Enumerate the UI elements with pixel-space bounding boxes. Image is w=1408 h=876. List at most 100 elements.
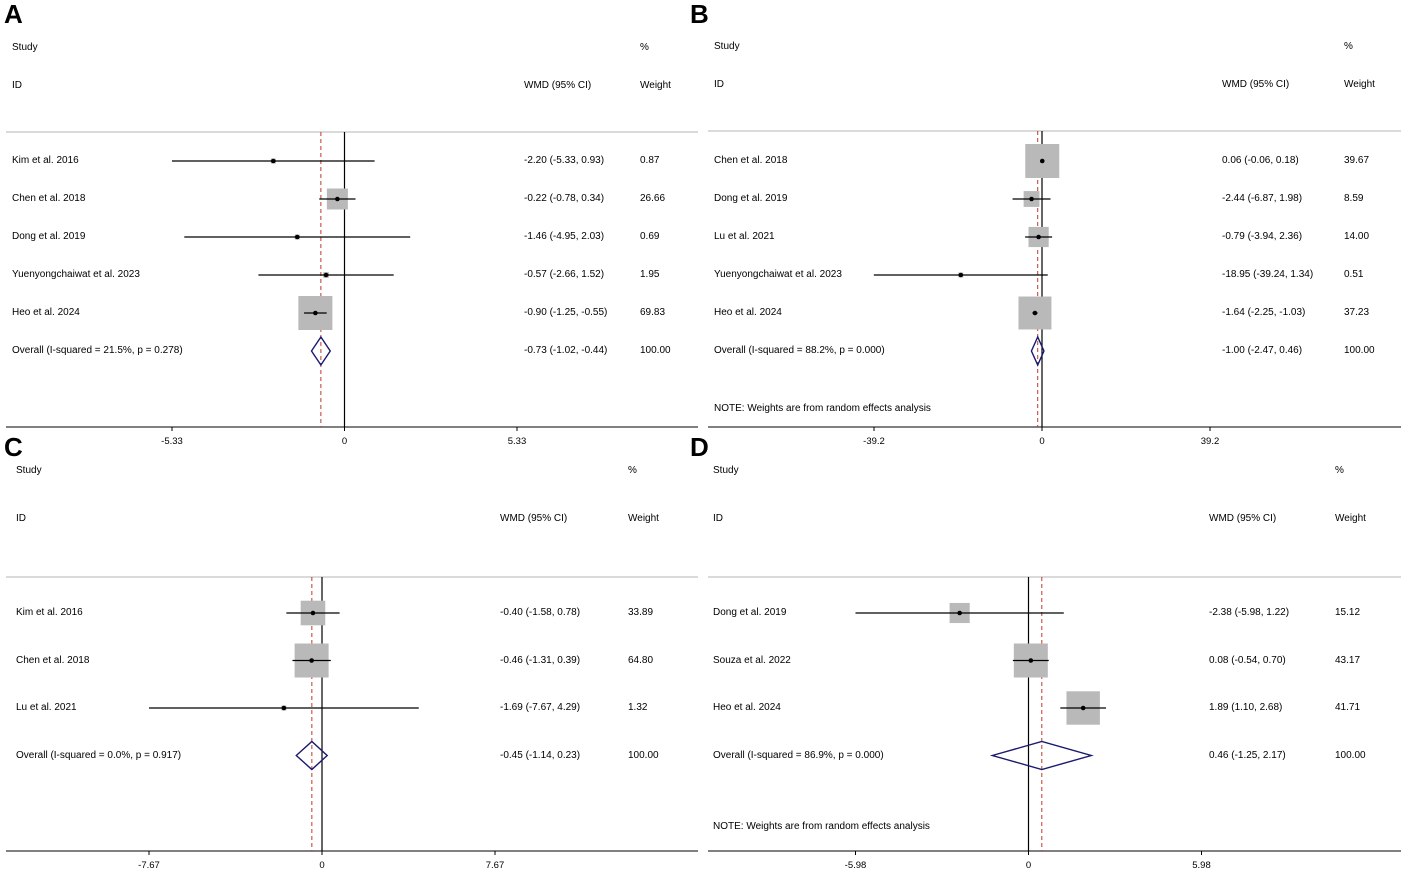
study-ci: -2.20 (-5.33, 0.93) <box>524 155 605 166</box>
point-estimate <box>270 158 276 164</box>
header-effect: WMD (95% CI) <box>500 513 568 524</box>
overall-ci: -0.45 (-1.14, 0.23) <box>500 749 581 761</box>
header-weight: Weight <box>1344 79 1375 90</box>
study-ci: -0.40 (-1.58, 0.78) <box>500 607 581 618</box>
header-id: ID <box>713 513 723 524</box>
x-tick-label: 0 <box>1025 860 1032 871</box>
point-estimate <box>1039 158 1045 164</box>
panel-letter: C <box>4 432 23 462</box>
study-weight: 0.51 <box>1344 269 1364 280</box>
overall-diamond <box>295 740 329 771</box>
header-percent: % <box>1335 465 1344 476</box>
header-id: ID <box>16 513 26 524</box>
point-estimate <box>313 310 318 316</box>
study-weight: 26.66 <box>640 193 666 204</box>
overall-weight: 100.00 <box>640 345 671 356</box>
overall-ci: 0.46 (-1.25, 2.17) <box>1209 749 1286 761</box>
study-weight: 43.17 <box>1335 654 1361 666</box>
x-tick-label: -7.67 <box>138 860 160 871</box>
study-ci: -0.22 (-0.78, 0.34) <box>524 193 605 204</box>
study-weight: 0.87 <box>640 155 660 166</box>
study-weight: 41.71 <box>1335 702 1361 713</box>
x-tick-label: -5.98 <box>844 860 867 871</box>
x-tick-label: 5.98 <box>1192 860 1211 871</box>
study-name: Chen et al. 2018 <box>12 193 86 204</box>
panel-letter: B <box>690 0 709 29</box>
x-tick-label: 7.67 <box>485 860 505 871</box>
x-tick-label: 0 <box>319 860 325 871</box>
x-tick-label: 39.2 <box>1200 436 1220 447</box>
study-name: Souza et al. 2022 <box>713 654 791 666</box>
overall-ci: -1.00 (-2.47, 0.46) <box>1222 345 1303 356</box>
header-study: Study <box>714 41 740 52</box>
x-tick-label: 0 <box>1039 436 1045 447</box>
study-weight: 1.95 <box>640 269 660 280</box>
study-name: Dong et al. 2019 <box>12 231 86 242</box>
header-percent: % <box>1344 41 1353 52</box>
study-weight: 37.23 <box>1344 307 1370 318</box>
study-name: Heo et al. 2024 <box>12 307 80 318</box>
study-ci: -1.64 (-2.25, -1.03) <box>1222 307 1306 318</box>
study-name: Dong et al. 2019 <box>713 607 787 618</box>
header-effect: WMD (95% CI) <box>1209 513 1277 524</box>
point-estimate <box>294 234 300 240</box>
point-estimate <box>1036 234 1041 240</box>
overall-weight: 100.00 <box>1335 749 1366 761</box>
study-name: Heo et al. 2024 <box>714 307 782 318</box>
study-ci: -1.69 (-7.67, 4.29) <box>500 702 581 713</box>
panel-letter: A <box>4 0 23 29</box>
overall-label: Overall (I-squared = 86.9%, p = 0.000) <box>713 749 884 761</box>
study-name: Yuenyongchaiwat et al. 2023 <box>714 269 842 280</box>
overall-diamond <box>1030 335 1045 367</box>
study-name: Yuenyongchaiwat et al. 2023 <box>12 269 140 280</box>
point-estimate <box>957 610 962 616</box>
study-weight: 64.80 <box>628 654 654 666</box>
point-estimate <box>309 658 314 663</box>
study-weight: 8.59 <box>1344 193 1364 204</box>
study-name: Dong et al. 2019 <box>714 193 788 204</box>
study-ci: -0.90 (-1.25, -0.55) <box>524 307 608 318</box>
header-study: Study <box>12 42 38 53</box>
overall-label: Overall (I-squared = 0.0%, p = 0.917) <box>16 749 182 761</box>
point-estimate <box>323 272 329 278</box>
study-weight: 0.69 <box>640 231 660 242</box>
panel-letter: D <box>690 432 709 462</box>
header-effect: WMD (95% CI) <box>1222 79 1290 90</box>
header-weight: Weight <box>628 513 659 524</box>
point-estimate <box>1080 705 1086 711</box>
study-weight: 69.83 <box>640 307 666 318</box>
study-ci: -2.44 (-6.87, 1.98) <box>1222 193 1303 204</box>
x-tick-label: 0 <box>341 436 348 447</box>
study-ci: 0.08 (-0.54, 0.70) <box>1209 654 1286 666</box>
study-ci: -18.95 (-39.24, 1.34) <box>1222 269 1314 280</box>
study-name: Kim et al. 2016 <box>12 155 79 166</box>
study-ci: 0.06 (-0.06, 0.18) <box>1222 155 1299 166</box>
forest-plot-svg <box>6 131 698 431</box>
header-percent: % <box>640 42 649 53</box>
point-estimate <box>1029 196 1034 202</box>
point-estimate <box>310 610 316 616</box>
overall-weight: 100.00 <box>628 749 659 761</box>
weights-note: NOTE: Weights are from random effects an… <box>713 821 930 832</box>
overall-weight: 100.00 <box>1344 345 1375 356</box>
study-ci: -2.38 (-5.98, 1.22) <box>1209 607 1290 618</box>
study-name: Chen et al. 2018 <box>714 155 788 166</box>
overall-diamond <box>989 740 1094 771</box>
header-effect: WMD (95% CI) <box>524 80 592 91</box>
study-name: Lu et al. 2021 <box>16 702 77 713</box>
study-weight: 14.00 <box>1344 231 1370 242</box>
forest-plot-svg <box>708 130 1401 431</box>
header-weight: Weight <box>640 80 671 91</box>
study-name: Kim et al. 2016 <box>16 607 83 618</box>
forest-plot-svg <box>6 576 698 855</box>
study-ci: -0.46 (-1.31, 0.39) <box>500 654 581 666</box>
header-id: ID <box>714 79 724 90</box>
header-weight: Weight <box>1335 513 1366 524</box>
study-weight: 33.89 <box>628 607 654 618</box>
point-estimate <box>1032 310 1038 316</box>
study-weight: 1.32 <box>628 702 648 713</box>
